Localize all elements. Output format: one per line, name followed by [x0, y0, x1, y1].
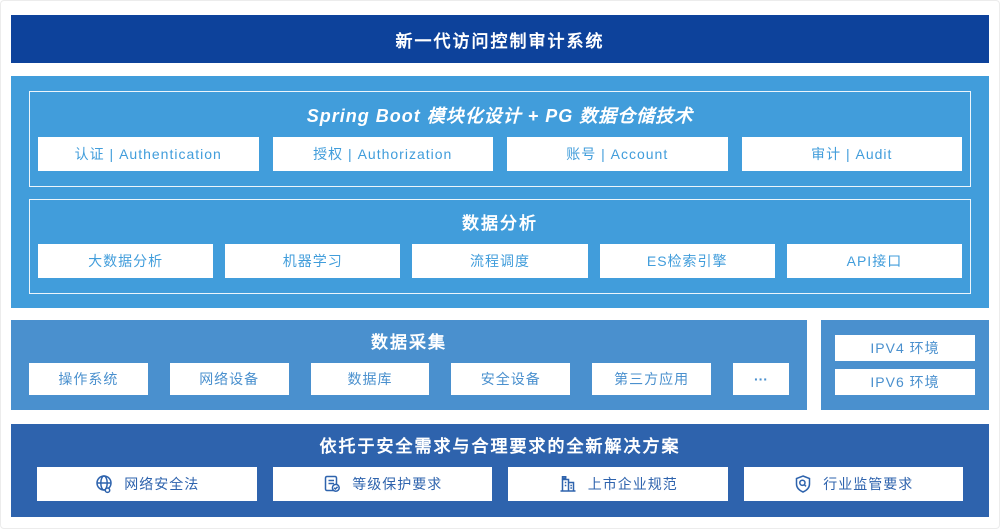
solution-box-cybersecurity-law: 网络安全法 — [37, 467, 257, 501]
springboot-title: Spring Boot 模块化设计 + PG 数据仓储技术 — [306, 106, 694, 126]
collection-box-thirdparty: 第三方应用 — [592, 363, 711, 395]
ipv4-env-box: IPV4 环境 — [835, 335, 975, 361]
module-box-audit: 审计 | Audit — [741, 136, 962, 171]
platform-section: Spring Boot 模块化设计 + PG 数据仓储技术 认证 | Authe… — [11, 76, 989, 308]
analysis-box-ml: 机器学习 — [225, 244, 401, 278]
collection-box-security-device: 安全设备 — [451, 363, 571, 395]
analysis-box-api: API接口 — [786, 244, 963, 278]
checklist-check-icon — [322, 474, 342, 494]
data-analysis-container: 数据分析 大数据分析 机器学习 流程调度 ES检索引擎 API接口 — [29, 198, 971, 294]
solution-label: 上市企业规范 — [587, 476, 678, 492]
solution-box-listed-company-standard: 上市企业规范 — [508, 467, 728, 501]
solution-box-industry-regulation: 行业监管要求 — [743, 467, 963, 501]
collection-box-network-device: 网络设备 — [169, 363, 289, 395]
solution-label: 行业监管要求 — [823, 476, 914, 492]
data-collection-title: 数据采集 — [371, 333, 447, 352]
collection-box-more: ··· — [732, 363, 789, 395]
solution-box-mlps-requirement: 等级保护要求 — [272, 467, 492, 501]
ip-environment-panel: IPV4 环境 IPV6 环境 — [821, 320, 989, 410]
shield-search-icon — [793, 474, 813, 494]
collection-box-os: 操作系统 — [29, 363, 148, 395]
page-title: 新一代访问控制审计系统 — [395, 31, 605, 51]
analysis-box-bigdata: 大数据分析 — [38, 244, 214, 278]
analysis-box-es: ES检索引擎 — [599, 244, 775, 278]
data-analysis-title: 数据分析 — [462, 213, 538, 233]
module-box-account: 账号 | Account — [507, 136, 728, 171]
collection-row: 操作系统 网络设备 数据库 安全设备 第三方应用 ··· — [29, 363, 789, 395]
ipv6-env-box: IPV6 环境 — [835, 369, 975, 395]
analysis-row: 大数据分析 机器学习 流程调度 ES检索引擎 API接口 — [38, 244, 963, 278]
module-box-authentication: 认证 | Authentication — [38, 136, 259, 171]
page-title-bar: 新一代访问控制审计系统 — [11, 15, 989, 63]
middle-row: 数据采集 操作系统 网络设备 数据库 安全设备 第三方应用 ··· IPV4 环… — [11, 320, 989, 410]
module-box-authorization: 授权 | Authorization — [272, 136, 493, 171]
globe-icon — [94, 474, 114, 494]
solution-label: 网络安全法 — [124, 476, 200, 492]
solution-row: 网络安全法 等级保护要求 — [37, 467, 963, 501]
solution-section: 依托于安全需求与合理要求的全新解决方案 网络安全法 — [11, 424, 989, 517]
data-collection-section: 数据采集 操作系统 网络设备 数据库 安全设备 第三方应用 ··· — [11, 320, 807, 410]
springboot-container: Spring Boot 模块化设计 + PG 数据仓储技术 认证 | Authe… — [29, 91, 971, 187]
analysis-box-workflow: 流程调度 — [412, 244, 588, 278]
collection-box-database: 数据库 — [310, 363, 430, 395]
solution-title: 依托于安全需求与合理要求的全新解决方案 — [319, 437, 681, 456]
module-row: 认证 | Authentication 授权 | Authorization 账… — [38, 136, 962, 171]
building-icon — [558, 474, 578, 494]
solution-label: 等级保护要求 — [352, 476, 443, 492]
